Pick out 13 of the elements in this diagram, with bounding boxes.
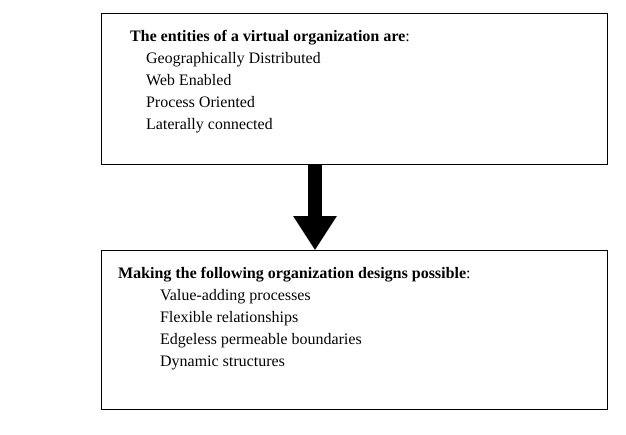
list-item: Dynamic structures <box>160 352 285 372</box>
list-item: Web Enabled <box>146 71 232 91</box>
list-item: Process Oriented <box>146 93 255 113</box>
arrow <box>293 165 337 250</box>
list-item: Value-adding processes <box>160 286 311 306</box>
list-item: Geographically Distributed <box>146 49 321 69</box>
text-box <box>101 250 608 410</box>
list-item: Laterally connected <box>146 115 273 135</box>
list-item: Edgeless permeable boundaries <box>160 330 362 350</box>
heading: Making the following organization designs possible: <box>118 264 470 284</box>
heading: The entities of a virtual organization are: <box>130 27 410 47</box>
text-box <box>101 13 608 165</box>
list-item: Flexible relationships <box>160 308 298 328</box>
